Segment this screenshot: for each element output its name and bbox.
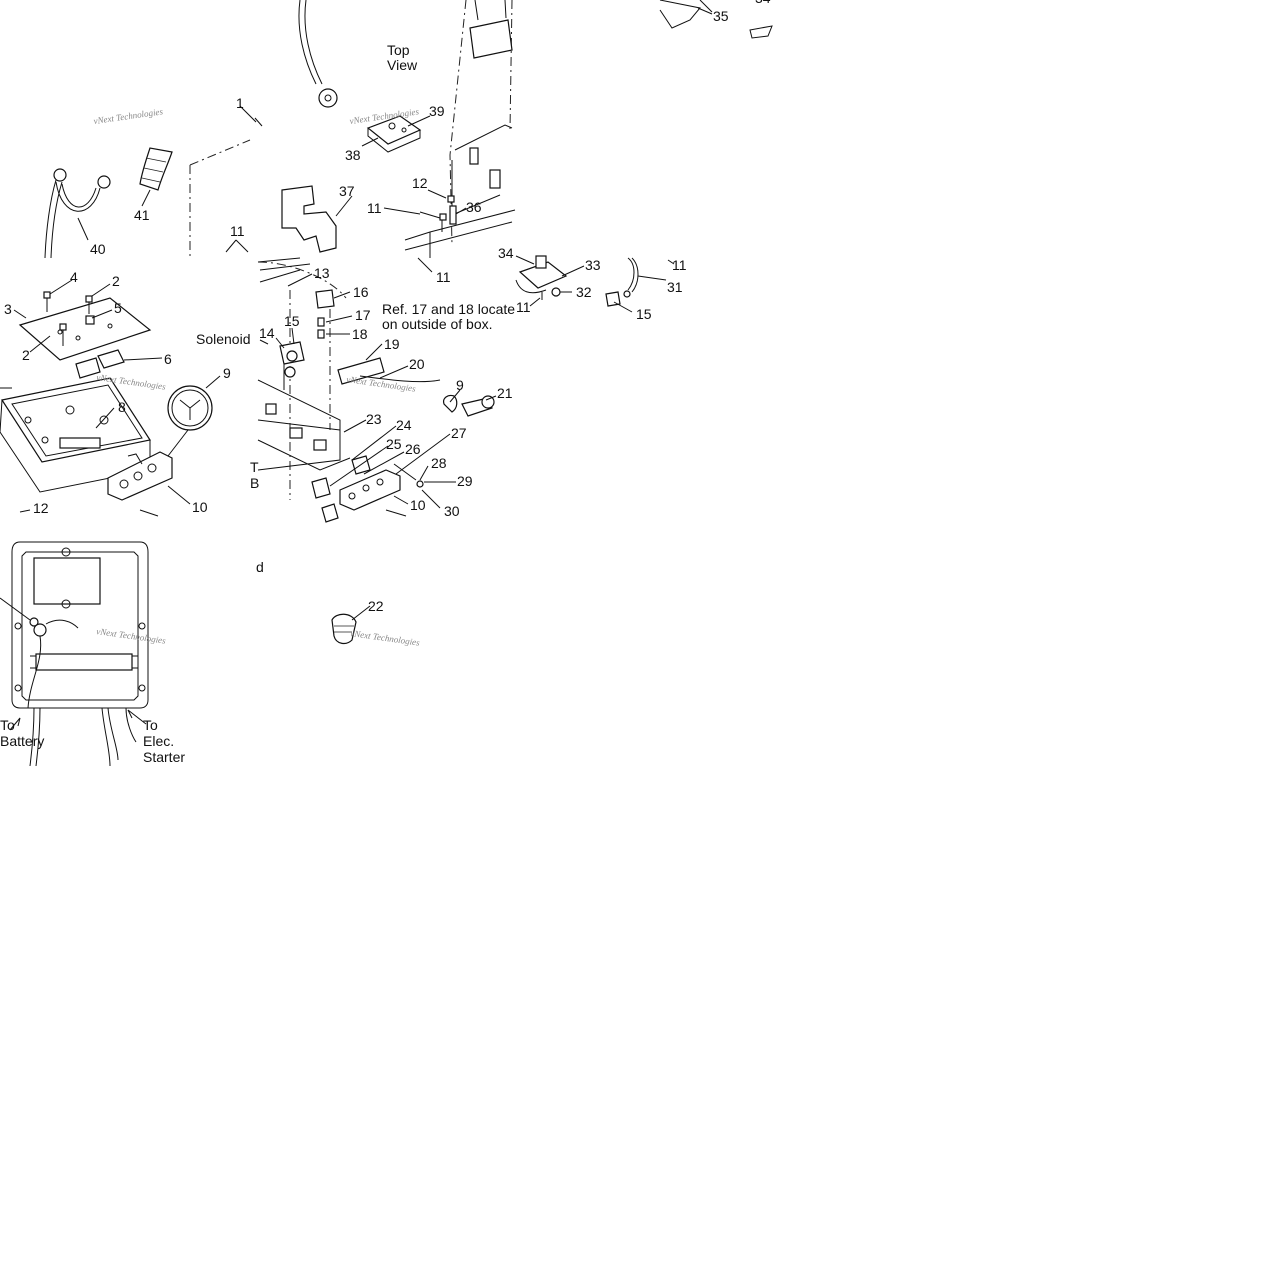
callout-13: 13: [314, 265, 330, 281]
callout-28: 28: [431, 455, 447, 471]
to-battery-line2: Battery: [0, 733, 44, 749]
callout-35: 35: [713, 8, 729, 24]
bracket-19-20: [337, 357, 441, 385]
callout-11: 11: [367, 200, 382, 216]
callout-1: 1: [236, 95, 244, 111]
callout-19: 19: [384, 336, 400, 352]
callout-9: 9: [456, 377, 464, 393]
callout-31: 31: [667, 279, 683, 295]
callout-20: 20: [409, 356, 425, 372]
bracket-35: [659, 0, 773, 39]
callout-6: 6: [164, 351, 172, 367]
callout-21: 21: [497, 385, 513, 401]
connector-21: [443, 394, 495, 417]
callout-40: 40: [90, 241, 106, 257]
battery-cable-top: [298, 0, 338, 108]
rubber-boot-41: [139, 147, 173, 191]
callout-10: 10: [410, 497, 426, 513]
terminal-block-33: [515, 255, 568, 300]
ref-note-line2: on outside of box.: [382, 316, 493, 332]
callout-38: 38: [345, 147, 361, 163]
cut-label-b: B: [250, 475, 259, 491]
callout-15: 15: [636, 306, 652, 322]
watermark-6: vNext Technologies: [350, 628, 421, 648]
callout-5: 5: [114, 300, 122, 316]
callout-29: 29: [457, 473, 473, 489]
cap-15-right: [605, 291, 621, 307]
solenoid-box-center: [257, 257, 351, 500]
bracket-37: [281, 185, 337, 253]
connector-22: [331, 613, 357, 645]
callout-30: 30: [444, 503, 460, 519]
solenoid-14: [279, 341, 305, 390]
to-starter-line3: Starter: [143, 749, 185, 765]
callout-4: 4: [70, 269, 78, 285]
callout-10: 10: [192, 499, 208, 515]
callout-17: 17: [355, 307, 371, 323]
callout-36: 36: [466, 199, 482, 215]
callout-34: 34: [755, 0, 771, 6]
part-16: [315, 289, 335, 339]
box-top-view-wiring: [0, 541, 149, 767]
callout-11: 11: [516, 299, 531, 315]
watermark-1: vNext Technologies: [93, 106, 164, 126]
top-view-label-line2: View: [387, 57, 418, 73]
top-view-label-line1: Top: [387, 42, 410, 58]
solenoid-label: Solenoid: [196, 331, 251, 347]
callout-11: 11: [230, 223, 245, 239]
callout-27: 27: [451, 425, 467, 441]
cut-label-t: T: [250, 459, 259, 475]
callout-39: 39: [429, 103, 445, 119]
callout-34: 34: [498, 245, 514, 261]
callout-33: 33: [585, 257, 601, 273]
to-starter-line2: Elec.: [143, 733, 174, 749]
battery-cable-40: [44, 168, 111, 259]
callout-24: 24: [396, 417, 412, 433]
mount-plate-11: [404, 209, 516, 258]
callout-37: 37: [339, 183, 355, 199]
callout-12: 12: [33, 500, 49, 516]
screw-11-36: [419, 195, 457, 232]
callout-12: 12: [412, 175, 428, 191]
leader-lines: [9, 7, 713, 731]
callout-11: 11: [436, 269, 451, 285]
callout-2: 2: [22, 347, 30, 363]
end-plate-10-center: [339, 463, 424, 517]
end-plate-10: [107, 451, 173, 517]
callout-2: 2: [112, 273, 120, 289]
relay-6: [75, 349, 125, 379]
callout-16: 16: [353, 284, 369, 300]
callout-25: 25: [386, 436, 402, 452]
cover-plate-3: [18, 297, 152, 361]
callout-26: 26: [405, 441, 421, 457]
callout-9: 9: [223, 365, 231, 381]
callout-22: 22: [368, 598, 384, 614]
ref-note-line1: Ref. 17 and 18 locate: [382, 301, 515, 317]
callout-41: 41: [134, 207, 150, 223]
screws-2-4-5: [43, 291, 95, 346]
cut-label-d: d: [256, 559, 264, 575]
module-38: [366, 115, 422, 153]
callout-3: 3: [4, 301, 12, 317]
callout-11: 11: [672, 257, 687, 273]
wire-31: [623, 257, 639, 298]
callout-32: 32: [576, 284, 592, 300]
watermark-5: vNext Technologies: [96, 626, 167, 646]
callout-23: 23: [366, 411, 382, 427]
enclosure-outline: [189, 117, 263, 258]
to-battery-line1: To: [0, 717, 15, 733]
callout-14: 14: [259, 325, 275, 341]
callout-15: 15: [284, 313, 300, 329]
callout-18: 18: [352, 326, 368, 342]
callout-8: 8: [118, 399, 126, 415]
lower-box-8: [0, 377, 151, 493]
gauge-9: [167, 385, 213, 431]
callout-numbers: 1 2 2 3 4 5 6 8 9 9 10 10 11 11 11 11 11…: [4, 0, 771, 614]
to-starter-line1: To: [143, 717, 158, 733]
